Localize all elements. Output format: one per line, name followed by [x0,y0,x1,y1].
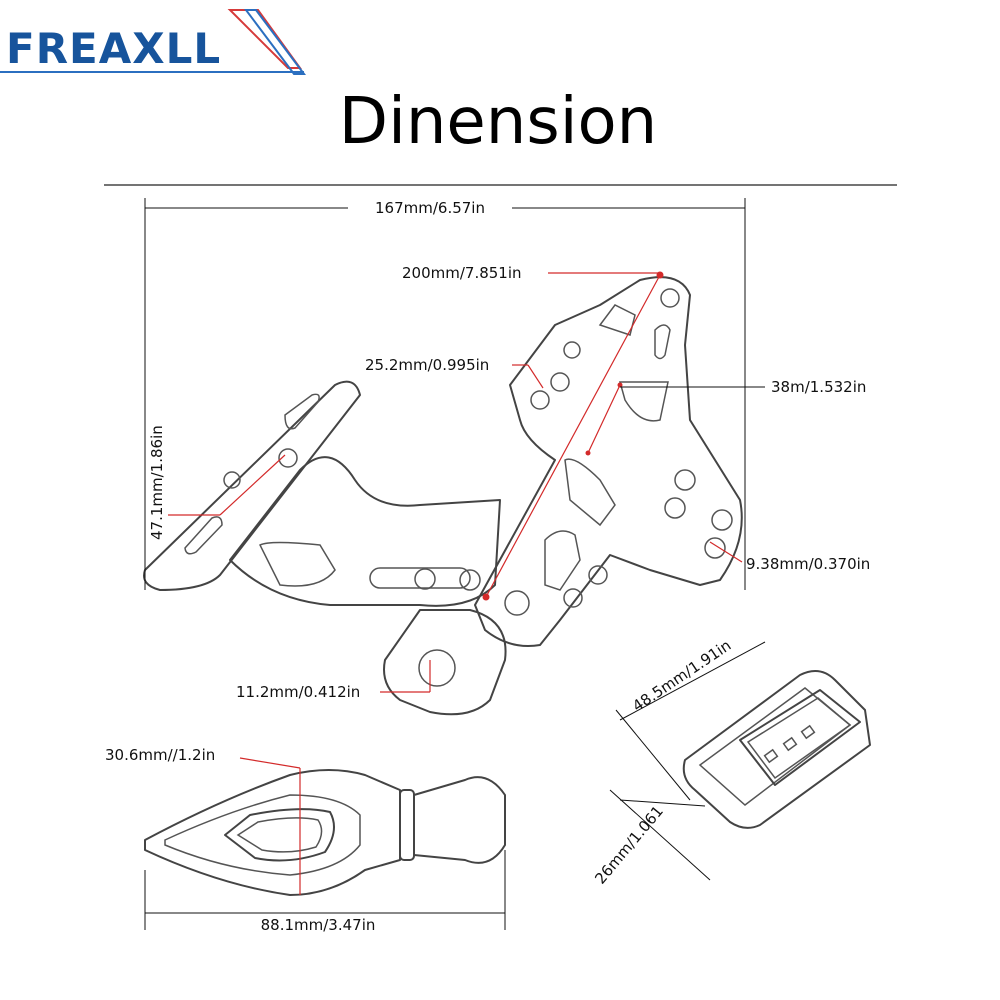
dim-arm-width: 38m/1.532in [771,378,866,396]
dim-light-height: 26mm/1.061 [591,802,667,887]
dim-bracket-width: 167mm/6.57in [375,199,485,217]
dim-light-length: 48.5mm/1.91in [629,636,734,715]
dim-signal-length: 88.1mm/3.47in [261,916,376,934]
dim-slot-spacing: 25.2mm/0.995in [365,356,489,374]
turn-signal-dimensions: 30.6mm//1.2in 88.1mm/3.47in [105,746,506,934]
dim-mount-hole: 11.2mm/0.412in [236,683,360,701]
turn-signal-drawing [144,769,506,896]
plate-bracket-dimensions: 167mm/6.57in 200mm/7.851in 25.2mm/0.995i… [144,198,870,701]
dim-tab-height: 47.1mm/1.86in [148,425,166,540]
plate-light-dimensions: 48.5mm/1.91in 26mm/1.061 [591,636,766,888]
dim-bracket-length: 200mm/7.851in [402,264,522,282]
plate-light-drawing [682,670,871,829]
logo-stripes [227,9,302,69]
plate-bracket-drawing [143,276,743,716]
brand-logo: FREAXLL [0,9,306,75]
dim-bolt-hole: 9.38mm/0.370in [746,555,870,573]
dim-signal-height: 30.6mm//1.2in [105,746,215,764]
page-title: Dinension [339,85,657,159]
logo-text: FREAXLL [6,24,221,73]
